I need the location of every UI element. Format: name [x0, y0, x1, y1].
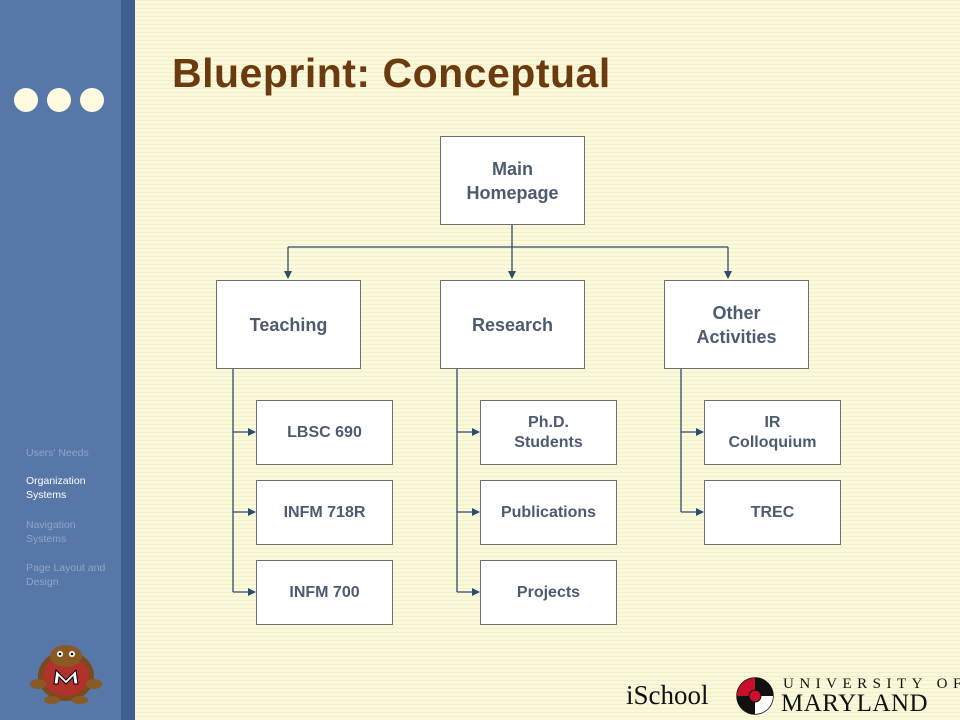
- decorative-dot-icon: [47, 88, 71, 112]
- maryland-wordmark: MARYLAND: [781, 690, 929, 717]
- decorative-dot-icon: [80, 88, 104, 112]
- nav-users-needs[interactable]: Users' Needs: [26, 447, 89, 459]
- node-trec: TREC: [704, 480, 841, 545]
- node-publications: Publications: [480, 480, 617, 545]
- sidebar: [0, 0, 121, 720]
- node-lbsc-690: LBSC 690: [256, 400, 393, 465]
- sidebar-edge: [121, 0, 135, 720]
- node-phd-students: Ph.D. Students: [480, 400, 617, 465]
- node-research: Research: [440, 280, 585, 369]
- nav-navigation-systems[interactable]: Navigation Systems: [26, 519, 76, 545]
- node-teaching: Teaching: [216, 280, 361, 369]
- node-projects: Projects: [480, 560, 617, 625]
- node-ir-colloquium: IR Colloquium: [704, 400, 841, 465]
- university-of-wordmark: UNIVERSITY OF: [783, 676, 960, 692]
- slide-title: Blueprint: Conceptual: [172, 50, 611, 96]
- nav-organization-systems[interactable]: Organization Systems: [26, 475, 86, 501]
- node-infm-718r: INFM 718R: [256, 480, 393, 545]
- decorative-dot-icon: [14, 88, 38, 112]
- terrapin-mascot-logo: [30, 645, 102, 704]
- maryland-seal-icon: [736, 677, 774, 715]
- node-other-activities: Other Activities: [664, 280, 809, 369]
- nav-page-layout-design[interactable]: Page Layout and Design: [26, 562, 106, 588]
- node-main-homepage: Main Homepage: [440, 136, 585, 225]
- ischool-wordmark: iSchool: [626, 680, 709, 710]
- node-infm-700: INFM 700: [256, 560, 393, 625]
